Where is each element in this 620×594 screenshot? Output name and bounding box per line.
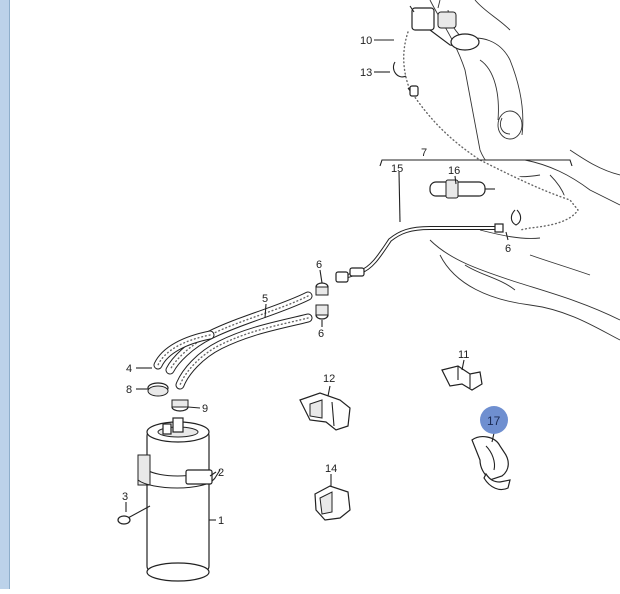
pipe-16 <box>429 179 495 199</box>
label-1: 1 <box>218 515 224 527</box>
highlight-circle[interactable] <box>480 406 508 434</box>
label-14: 14 <box>325 463 337 475</box>
label-6-middle-lower: 6 <box>318 328 324 340</box>
clip-14 <box>314 485 351 521</box>
label-10: 10 <box>360 35 372 47</box>
clip-17 <box>471 436 511 491</box>
engine-bay-sketch <box>429 0 620 341</box>
label-8: 8 <box>126 384 132 396</box>
label-16: 16 <box>448 165 460 177</box>
hose-5 <box>153 291 313 390</box>
label-6-right: 6 <box>505 243 511 255</box>
label-6-middle-upper: 6 <box>316 259 322 271</box>
clamps-8-9 <box>147 382 189 412</box>
parts-diagram: 1 2 3 4 5 6 6 6 7 8 9 10 13 11 12 14 15 … <box>10 0 620 589</box>
label-3: 3 <box>122 491 128 503</box>
label-4: 4 <box>126 363 132 375</box>
label-12: 12 <box>323 373 335 385</box>
label-15: 15 <box>391 163 403 175</box>
label-5: 5 <box>262 293 268 305</box>
hose-clamps-6 <box>315 282 329 320</box>
part-labels: 1 2 3 4 5 6 6 6 7 8 9 10 13 11 12 14 15 … <box>122 35 511 527</box>
label-2: 2 <box>218 467 224 479</box>
label-17[interactable]: 17 <box>487 414 501 428</box>
highlight-badge-17[interactable]: 17 <box>480 406 508 434</box>
label-13: 13 <box>360 67 372 79</box>
upper-vent-hose <box>392 7 582 233</box>
clip-12 <box>299 392 351 431</box>
bracket-7 <box>379 159 573 167</box>
charcoal-canister <box>117 417 221 582</box>
rigid-line-15 <box>335 223 504 283</box>
label-9: 9 <box>202 403 208 415</box>
label-7: 7 <box>421 147 427 159</box>
diagram-canvas: 1 2 3 4 5 6 6 6 7 8 9 10 13 11 12 14 15 … <box>117 0 620 582</box>
label-11: 11 <box>458 349 469 361</box>
leader-lines <box>125 5 509 521</box>
window-frame-left <box>0 0 10 589</box>
